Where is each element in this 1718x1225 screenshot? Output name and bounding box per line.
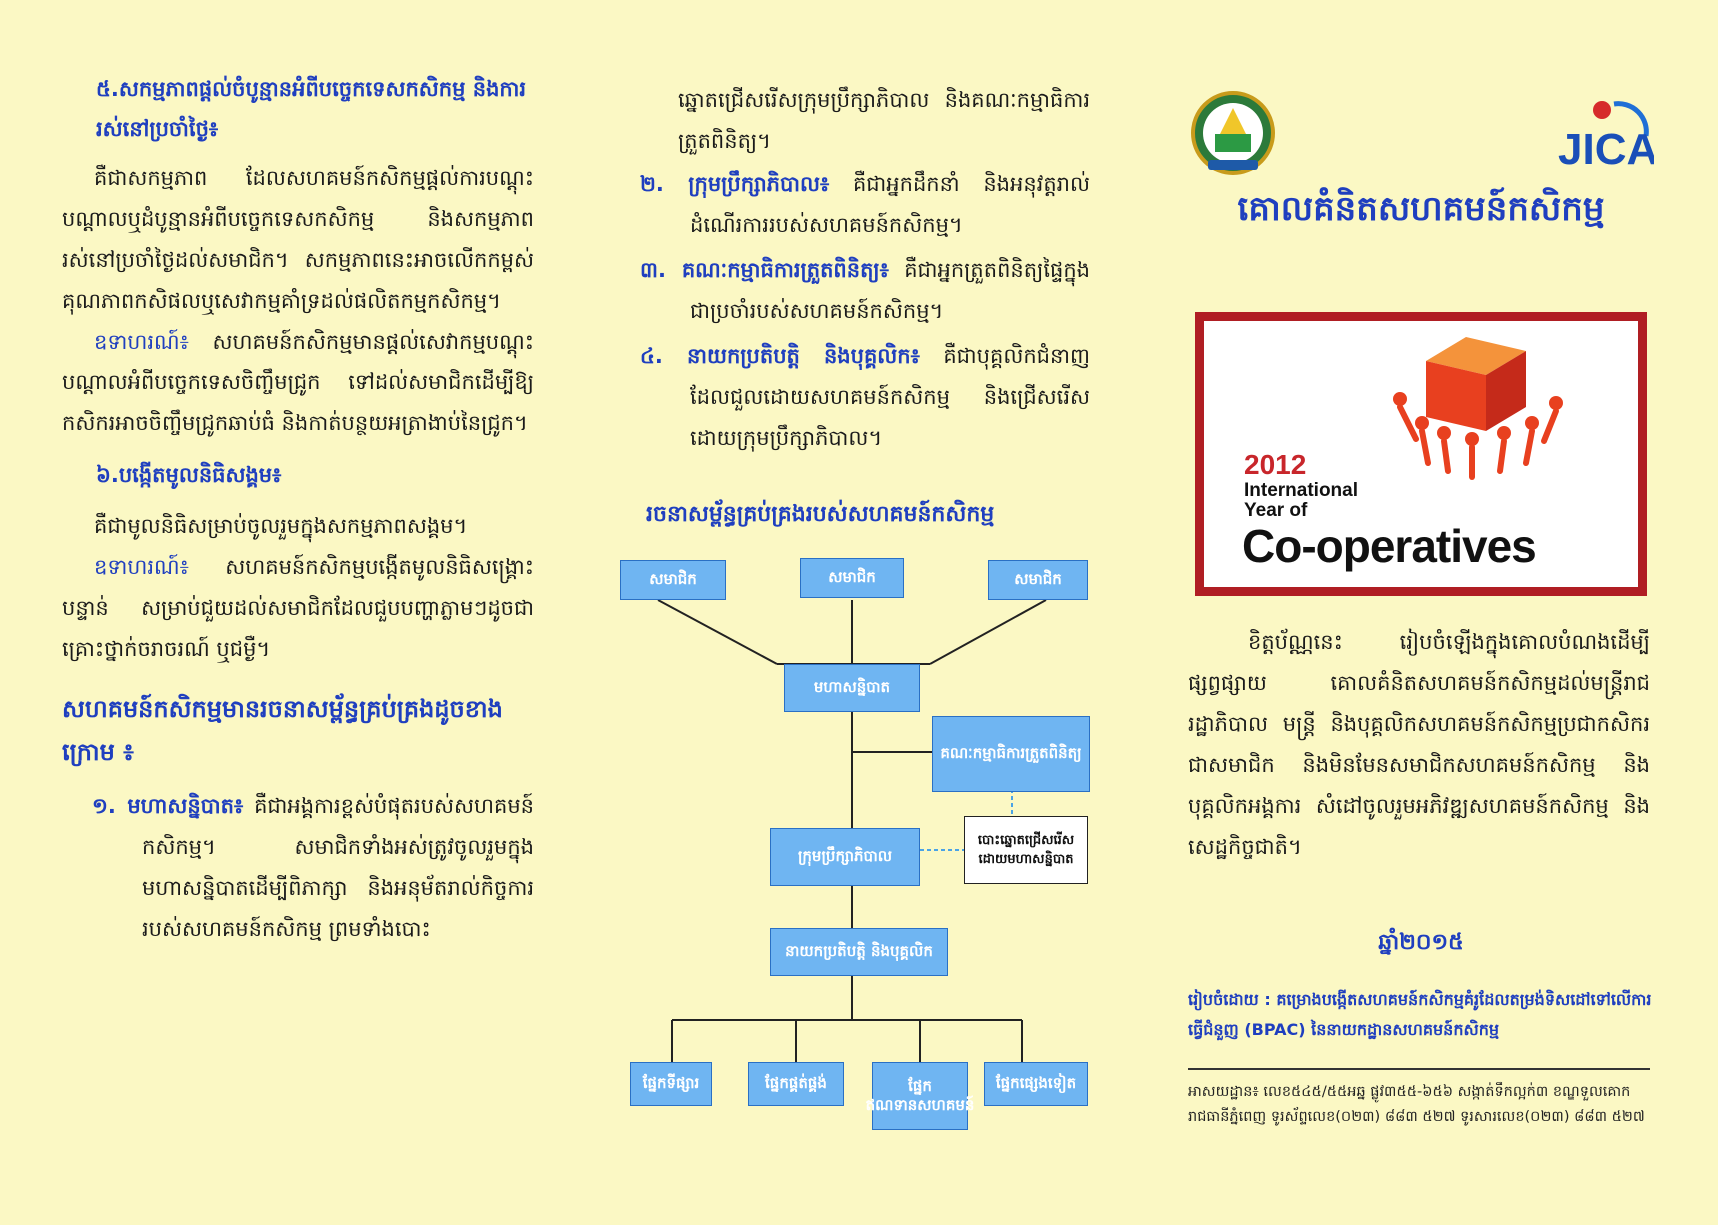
item-term: ១. មហាសន្និបាត៖ — [92, 794, 244, 819]
publication-year: ឆ្នាំ២០១៥ — [1378, 930, 1464, 955]
main-title: គោលគំនិតសហគមន៍កសិកម្ម — [1237, 189, 1605, 229]
column-middle: ឆ្នោតជ្រើសរើសក្រុមប្រឹក្សាភិបាល និងគណៈកម… — [640, 80, 1090, 462]
structure-item-4: ៤. នាយកប្រតិបត្តិ និងបុគ្គលិក៖ គឺជាបុគ្គ… — [640, 336, 1090, 459]
item-text: គឺជាអ្នកត្រួតពិនិត្យផ្ទៃក្នុងជាប្រចាំរបស… — [690, 257, 1090, 323]
section-6-heading: ៦.បង្កើតមូលនិធិសង្គម៖ — [96, 463, 282, 488]
dept-node-credit: ផ្នែកឥណទានសហគមន៍ — [866, 1062, 974, 1130]
example-text: សហគមន៍កសិកម្មមានផ្តល់សេវាកម្មបណ្តុះបណ្តា… — [62, 329, 534, 436]
coop-main-text: Co-operatives — [1242, 520, 1537, 572]
structure-title: សហគមន៍កសិកម្មមានរចនាសម្ព័ន្ធគ្រប់គ្រងដូច… — [62, 694, 503, 767]
structure-item-2: ២. ក្រុមប្រឹក្សាភិបាល៖ គឺជាអ្នកដឹកនាំ និ… — [640, 164, 1090, 246]
coop-tagline: International Year of — [1244, 481, 1358, 521]
divider — [1188, 1068, 1650, 1070]
section-6-paragraph: គឺជាមូលនិធិសម្រាប់ចូលរួមក្នុងសកម្មភាពសង្… — [94, 514, 468, 539]
coop-year-logo: 2012 International Year of Co-operatives — [1195, 312, 1647, 596]
item-term: ៣. គណៈកម្មាធិការត្រួតពិនិត្យ៖ — [640, 257, 889, 282]
item-text: គឺជាអ្នកដឹកនាំ និងអនុវត្តរាល់ដំណើរការរបស… — [690, 171, 1090, 237]
cube-people-icon — [1393, 337, 1563, 480]
audit-committee-node: គណៈកម្មាធិការត្រួតពិនិត្យ — [932, 716, 1090, 792]
structure-item-3: ៣. គណៈកម្មាធិការត្រួតពិនិត្យ៖ គឺជាអ្នកត្… — [640, 250, 1090, 332]
structure-item-1: ១. មហាសន្និបាត៖ គឺជាអង្គការខ្ពស់បំផុតរបស… — [62, 786, 534, 950]
section-5-heading: ៥.សកម្មភាពផ្តល់ចំបូន្មានអំពីបច្ចេកទេសកសិ… — [96, 77, 527, 141]
item-text: គឺជាបុគ្គលិកជំនាញដែលជួលដោយសហគមន៍កសិកម្ម … — [690, 343, 1090, 450]
member-node-2: សមាជិក — [800, 558, 904, 598]
address: អាសយដ្ឋាន៖ លេខ៥៤៥/៥៥អឆ្ន ផ្លូវ៣៥៥-៦៥៦ សង… — [1188, 1084, 1645, 1126]
structure-item-1-continued: ឆ្នោតជ្រើសរើសក្រុមប្រឹក្សាភិបាល និងគណៈកម… — [678, 88, 1090, 153]
example-text: សហគមន៍កសិកម្មបង្កើតមូលនិធិសង្គ្រោះបន្ទាន… — [62, 555, 534, 662]
org-chart-title: រចនាសម្ព័ន្ធគ្រប់គ្រងរបស់សហគមន៍កសិកម្ម — [646, 502, 995, 527]
prepared-by: រៀបចំដោយ : គម្រោងបង្កើតសហគមន៍កសិកម្មគំរូ… — [1188, 990, 1652, 1039]
member-node-3: សមាជិក — [988, 560, 1088, 600]
section-5-paragraph: គឺជាសកម្មភាព ដែលសហគមន៍កសិកម្មផ្តល់ការបណ្… — [62, 165, 534, 313]
org-chart: សមាជិក សមាជិក សមាជិក មហាសន្និបាត គណៈកម្ម… — [620, 552, 1100, 1152]
general-assembly-node: មហាសន្និបាត — [784, 664, 920, 712]
member-node-1: សមាជិក — [620, 560, 726, 600]
section-5-example: ឧទាហរណ៍៖ សហគមន៍កសិកម្មមានផ្តល់សេវាកម្មបណ… — [62, 322, 534, 445]
coop-line-1: International — [1244, 480, 1359, 501]
dept-node-other: ផ្នែកផ្សេងទៀត — [984, 1062, 1088, 1106]
coop-line-2: Year of — [1244, 499, 1308, 521]
board-node: ក្រុមប្រឹក្សាភិបាល — [770, 828, 920, 886]
item-text: គឺជាអង្គការខ្ពស់បំផុតរបស់សហគមន៍កសិកម្ម។ … — [142, 794, 534, 942]
section-6-example: ឧទាហរណ៍៖ សហគមន៍កសិកម្មបង្កើតមូលនិធិសង្គ្… — [62, 547, 534, 670]
coop-year: 2012 — [1244, 449, 1307, 480]
example-label: ឧទាហរណ៍៖ — [94, 329, 189, 354]
item-term: ៤. នាយកប្រតិបត្តិ និងបុគ្គលិក៖ — [640, 343, 920, 368]
elected-note-box: បោះឆ្នោតជ្រើសរើសដោយមហាសន្និបាត — [964, 816, 1088, 884]
executive-node: នាយកប្រតិបត្តិ និងបុគ្គលិក — [770, 928, 948, 976]
jica-logo-text: JICA — [1558, 125, 1654, 172]
ministry-seal-icon — [1191, 91, 1275, 175]
org-chart-connectors — [657, 599, 1047, 1062]
dept-node-supply: ផ្នែកផ្គត់ផ្គង់ — [748, 1062, 844, 1106]
intro-paragraph: ខិត្តប័ណ្ណនេះ រៀបចំឡើងក្នុងគោលបំណងដើម្បី… — [1188, 630, 1650, 859]
example-label: ឧទាហរណ៍៖ — [94, 555, 189, 580]
jica-logo: JICA — [1558, 101, 1654, 172]
logo-row: JICA — [1188, 88, 1654, 178]
item-term: ២. ក្រុមប្រឹក្សាភិបាល៖ — [640, 171, 830, 196]
column-left: ៥.សកម្មភាពផ្តល់ចំបូន្មានអំពីបច្ចេកទេសកសិ… — [62, 70, 534, 954]
dept-node-marketing: ផ្នែកទីផ្សារ — [630, 1062, 712, 1106]
